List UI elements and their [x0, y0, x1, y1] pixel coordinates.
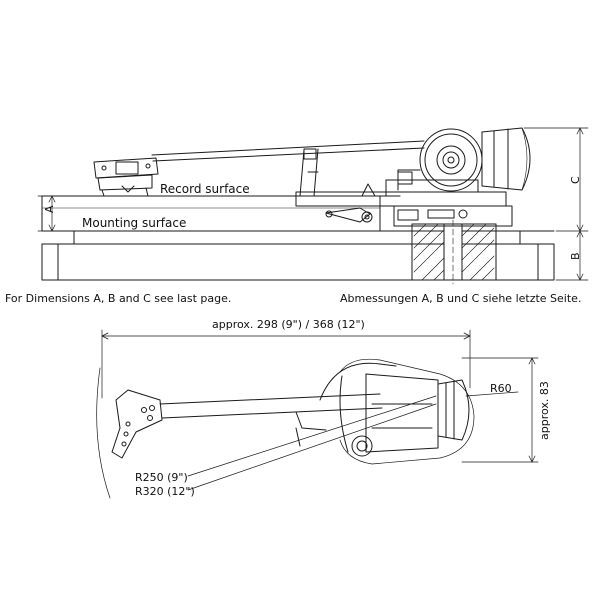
dimension-b-label: B [569, 252, 582, 260]
counterweight [481, 127, 531, 191]
bearing-top [339, 373, 439, 457]
caption-english: For Dimensions A, B and C see last page. [5, 292, 232, 305]
length-label: approx. 298 (9") / 368 (12") [212, 318, 365, 331]
stylus-arc [96, 367, 111, 499]
dimension-a-label: A [43, 205, 56, 213]
counterweight-top [437, 379, 470, 441]
r60-label: R60 [490, 382, 512, 395]
r250-label: R250 (9") [135, 471, 188, 484]
dimension-c-label: C [569, 176, 582, 184]
caption-german: Abmessungen A, B und C siehe letzte Seit… [340, 292, 582, 305]
dimension-a [37, 195, 59, 232]
base-outline [339, 358, 475, 465]
headshell-top [111, 389, 163, 459]
height-dimension [461, 357, 539, 463]
radius-leaders [187, 391, 519, 491]
height-label: approx. 83 [538, 381, 551, 440]
plinth [41, 195, 555, 281]
mounting-post [411, 219, 497, 285]
dimension-c [523, 127, 589, 232]
lift-arc [319, 362, 397, 401]
r320-label: R320 (12") [135, 485, 195, 498]
record-surface-label: Record surface [160, 182, 250, 196]
arm-tube [151, 140, 425, 197]
arm-base [295, 171, 513, 227]
top-view [96, 329, 539, 499]
top-labels: approx. 298 (9") / 368 (12") R60 approx.… [135, 318, 551, 498]
lift-lever [325, 183, 376, 223]
side-labels: Record surface Mounting surface A C B [43, 176, 582, 260]
bearing-housing [397, 128, 483, 192]
headshell [93, 157, 159, 197]
arm-tube-top [159, 393, 383, 447]
mounting-surface-label: Mounting surface [82, 216, 186, 230]
dimension-b [555, 230, 589, 281]
side-view [37, 127, 589, 285]
length-dimension [101, 329, 471, 399]
